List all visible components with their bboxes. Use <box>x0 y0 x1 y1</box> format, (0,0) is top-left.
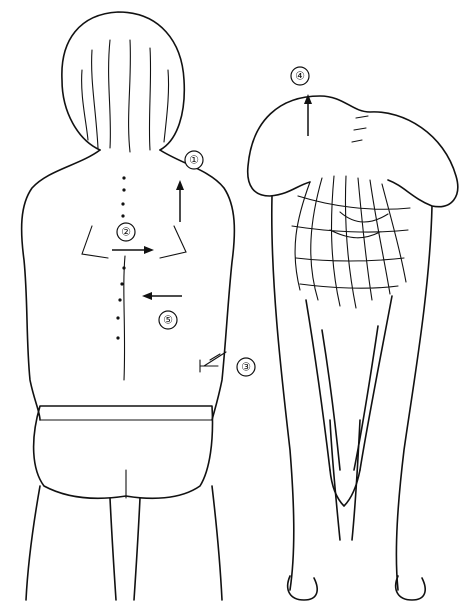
hanging-hair <box>292 176 410 308</box>
forward-bend-figure: ④ <box>248 67 458 600</box>
hair-strands <box>82 40 169 152</box>
marker-4-arrow <box>304 94 312 136</box>
marker-1-label: ① <box>189 154 199 167</box>
marker-4-label: ④ <box>295 70 305 83</box>
marker-2-scapula-arrow <box>112 246 154 254</box>
left-scapula <box>82 226 108 258</box>
marker-2-label: ② <box>121 226 131 239</box>
right-foot <box>396 576 426 600</box>
marker-3-waist-angle <box>200 352 226 372</box>
marker-2: ② <box>117 223 135 241</box>
right-scapula <box>160 226 186 258</box>
rib-hump-marks <box>352 116 368 142</box>
standing-back-view-figure: ① ② ⑤ ③ <box>22 12 255 600</box>
marker-5-spine-arrow <box>142 292 182 300</box>
legs-outline <box>272 196 432 590</box>
bent-torso-outline <box>248 96 458 207</box>
marker-5: ⑤ <box>159 311 177 329</box>
marker-4: ④ <box>291 67 309 85</box>
marker-5-label: ⑤ <box>163 314 173 327</box>
marker-1-shoulder-arrow <box>176 180 184 222</box>
marker-1: ① <box>185 151 203 169</box>
thigh-outline <box>26 486 222 600</box>
marker-3-label: ③ <box>241 361 251 374</box>
spine-line <box>124 256 125 380</box>
hair-outline <box>62 12 184 150</box>
body-outline <box>22 150 235 420</box>
marker-3: ③ <box>237 358 255 376</box>
arms-outline <box>306 296 392 470</box>
